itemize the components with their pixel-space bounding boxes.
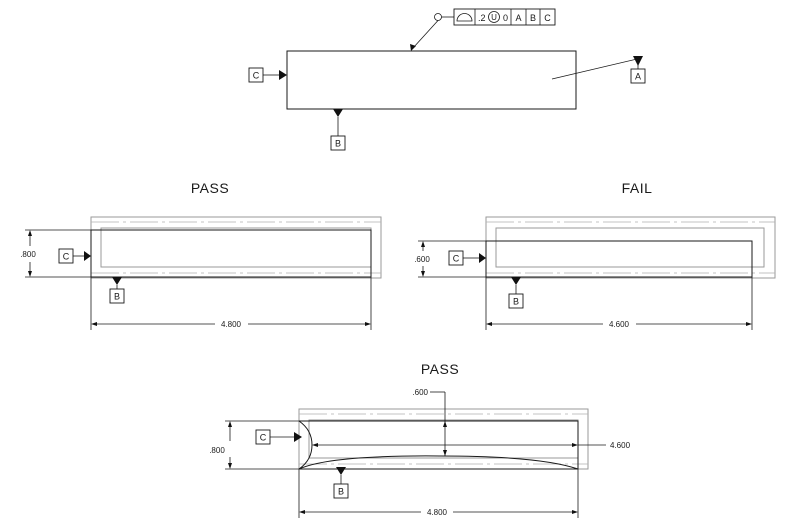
profile-of-surface-icon — [456, 13, 473, 22]
datum-b-label: B — [335, 139, 341, 149]
fail-heading: FAIL — [622, 180, 653, 196]
datum-c-label: C — [453, 254, 460, 264]
fcf-datum-b: B — [530, 13, 536, 23]
fcf-tolerance: .2 — [478, 13, 486, 23]
sagging-bottom-edge — [298, 455, 579, 470]
datum-b-symbol: B — [330, 109, 346, 151]
fcf-datum-c: C — [544, 13, 551, 23]
datum-b-label: B — [114, 292, 120, 302]
top-part-outline — [286, 50, 577, 110]
length-dimension: 4.600 — [609, 320, 630, 329]
unequal-modifier-icon — [488, 11, 500, 23]
all-around-circle-icon — [434, 13, 442, 21]
datum-c-symbol: C — [248, 67, 287, 83]
tolerance-zone-inner — [100, 227, 372, 268]
fcf-leader — [412, 20, 439, 49]
inner-length-dimension: 4.600 — [610, 441, 631, 450]
length-dimension: 4.800 — [427, 508, 448, 517]
pass-heading-1: PASS — [191, 180, 229, 196]
tolerance-zone-outer — [485, 216, 776, 279]
datum-c-label: C — [63, 252, 70, 262]
datum-c-label: C — [260, 433, 267, 443]
part-outline — [90, 229, 372, 278]
fail-case: FAIL .600 4.600 C B — [414, 180, 776, 330]
datum-b-label: B — [513, 297, 519, 307]
top-view: .2 U 0 A B C A C — [248, 8, 646, 151]
fcf-datum-a: A — [515, 13, 521, 23]
sag-dimension: .600 — [412, 388, 428, 397]
tolerance-zone-outer — [298, 408, 589, 470]
fcf-modifier-value: 0 — [503, 13, 508, 23]
part-outline — [485, 240, 753, 278]
height-dimension: .600 — [414, 255, 430, 264]
datum-c-label: C — [253, 71, 260, 81]
datum-a-symbol: A — [551, 56, 646, 84]
pass-heading-2: PASS — [421, 361, 459, 377]
height-dimension: .800 — [209, 446, 225, 455]
pass-case-2: PASS 4.600 .600 .800 4. — [209, 361, 631, 518]
height-dimension: .800 — [20, 250, 36, 259]
tolerance-zone-outer — [90, 216, 382, 279]
pass-case-1: PASS .800 4.800 C B — [20, 180, 382, 330]
datum-b-label: B — [338, 487, 344, 497]
fcf-modifier: U — [491, 13, 497, 22]
datum-a-label: A — [635, 72, 641, 82]
feature-control-frame: .2 U 0 A B C — [410, 8, 556, 51]
length-dimension: 4.800 — [221, 320, 242, 329]
tolerance-zone-inner — [495, 227, 765, 268]
